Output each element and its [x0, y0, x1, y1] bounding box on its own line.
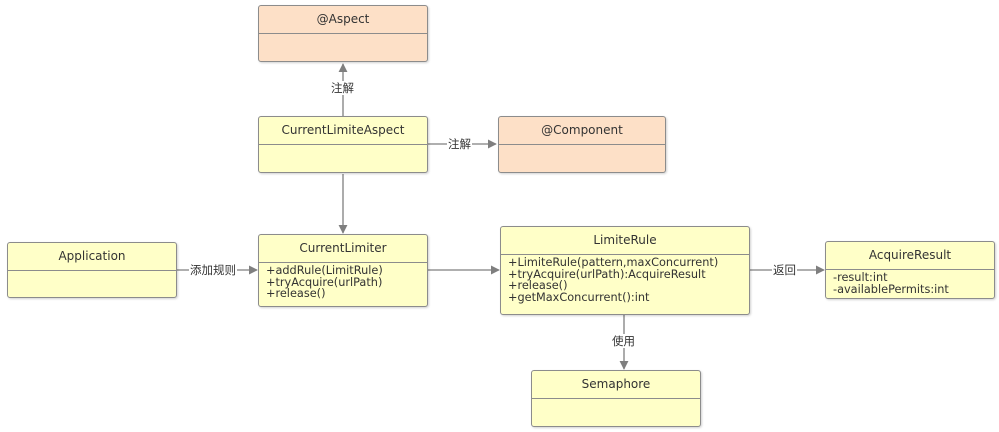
edge-label-add-rule: 添加规则 — [189, 263, 237, 277]
class-component-annotation[interactable]: @Component — [498, 116, 666, 173]
member: +tryAcquire(urlPath) — [266, 275, 383, 289]
class-name: LimiteRule — [501, 227, 749, 255]
edge-label-return: 返回 — [772, 263, 797, 277]
class-current-limiter[interactable]: CurrentLimiter +addRule(LimitRule) +tryA… — [258, 234, 428, 307]
class-current-limite-aspect[interactable]: CurrentLimiteAspect — [258, 116, 428, 173]
member: +LimiteRule(pattern,maxConcurrent) — [508, 256, 719, 269]
class-name: AcquireResult — [826, 242, 994, 270]
member: +getMaxConcurrent():int — [508, 290, 650, 304]
class-limite-rule[interactable]: LimiteRule +LimiteRule(pattern,maxConcur… — [500, 226, 750, 315]
class-members: +LimiteRule(pattern,maxConcurrent) +tryA… — [501, 255, 749, 303]
member: +addRule(LimitRule) — [266, 264, 383, 277]
class-name: @Aspect — [259, 6, 427, 34]
class-application[interactable]: Application — [7, 242, 177, 298]
edge-label-component: 注解 — [447, 137, 472, 151]
member: +release() — [508, 279, 568, 292]
member: +tryAcquire(urlPath):AcquireResult — [508, 267, 706, 281]
class-name: CurrentLimiteAspect — [259, 117, 427, 145]
member: -result:int — [833, 271, 888, 284]
class-name: Application — [8, 243, 176, 271]
class-name: Semaphore — [532, 371, 700, 399]
class-members: -result:int -availablePermits:int — [826, 270, 994, 295]
class-members: +addRule(LimitRule) +tryAcquire(urlPath)… — [259, 263, 427, 300]
class-name: @Component — [499, 117, 665, 145]
edge-label-aspect-annotation: 注解 — [330, 81, 355, 95]
edge-label-use: 使用 — [611, 334, 636, 348]
member: +release() — [266, 287, 326, 300]
class-aspect-annotation[interactable]: @Aspect — [258, 5, 428, 62]
member: -availablePermits:int — [833, 282, 949, 296]
class-name: CurrentLimiter — [259, 235, 427, 263]
class-acquire-result[interactable]: AcquireResult -result:int -availablePerm… — [825, 241, 995, 299]
class-semaphore[interactable]: Semaphore — [531, 370, 701, 427]
